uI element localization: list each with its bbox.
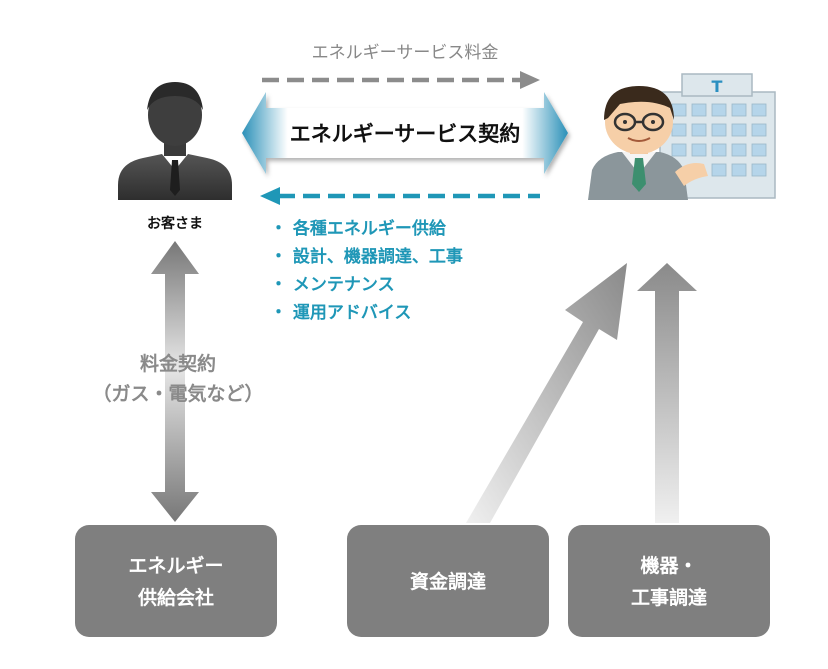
customer-icon [118, 82, 232, 200]
customer-label: お客さま [147, 215, 203, 232]
equipment-arrow [637, 263, 697, 523]
funding-box: 資金調達 [347, 525, 549, 637]
svg-text:T: T [712, 77, 723, 96]
service-item: ・ 各種エネルギー供給 [270, 218, 447, 239]
building-icon: T [659, 73, 776, 199]
energy-supplier-line1: エネルギー [128, 555, 223, 577]
company-icon: T [588, 73, 776, 200]
equipment-line2: 工事調達 [631, 586, 707, 609]
service-list: ・ 各種エネルギー供給 ・ 設計、機器調達、工事 ・ メンテナンス ・ 運用アド… [270, 218, 463, 323]
fee-arrow [262, 71, 540, 89]
businessman-icon [588, 86, 708, 200]
funding-arrow [466, 263, 627, 523]
fee-contract-arrow [151, 241, 199, 522]
fee-contract-label-line2: （ガス・電気など） [92, 382, 263, 405]
equipment-line1: 機器・ [640, 554, 697, 577]
service-item: ・ メンテナンス [270, 275, 395, 295]
equipment-construction-box: 機器・ 工事調達 [568, 525, 770, 637]
fee-label: エネルギーサービス料金 [312, 43, 499, 63]
contract-label: エネルギーサービス契約 [290, 122, 521, 146]
service-arrow [260, 187, 540, 205]
contract-arrow [242, 92, 568, 174]
energy-supplier-box: エネルギー 供給会社 [75, 525, 277, 637]
funding-label: 資金調達 [410, 570, 486, 593]
service-item: ・ 設計、機器調達、工事 [270, 246, 463, 267]
fee-contract-label-line1: 料金契約 [140, 352, 216, 375]
energy-supplier-line2: 供給会社 [137, 586, 214, 609]
service-item: ・ 運用アドバイス [270, 303, 411, 323]
